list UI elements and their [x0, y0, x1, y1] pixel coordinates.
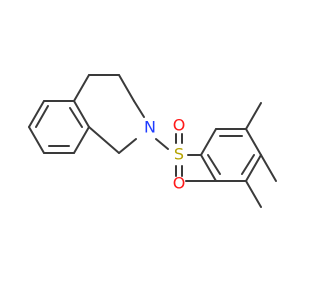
nitrogen-label: N	[144, 118, 156, 137]
bond	[200, 154, 217, 182]
double-bond-inner	[69, 107, 83, 128]
bond	[245, 154, 262, 182]
sulfonyl-oxygens-bonds	[175, 133, 183, 177]
double-bond-inner	[241, 154, 255, 175]
methyl-bond-bottom-right	[245, 180, 262, 208]
bond	[200, 128, 217, 156]
bond	[118, 74, 135, 102]
oxygen-bottom-label: O	[173, 174, 186, 193]
bond	[73, 126, 90, 154]
molecule-structure: N S O O	[28, 74, 277, 208]
molecule-canvas: N S O O	[28, 74, 277, 208]
bond	[28, 126, 45, 154]
double-bond-inner	[207, 154, 221, 175]
oxygen-top-label: O	[173, 116, 186, 135]
bond	[133, 100, 145, 118]
n-s-bond	[155, 138, 169, 150]
bond	[245, 128, 262, 156]
methyl-bond-top	[245, 102, 262, 130]
bond	[88, 126, 120, 154]
bond	[73, 74, 90, 102]
methyl-bond-right	[260, 154, 277, 182]
bond	[118, 138, 137, 154]
double-bond-inner	[35, 105, 49, 128]
methyl-groups	[185, 102, 277, 208]
benzene-ring-right	[200, 128, 262, 182]
bond	[73, 100, 90, 128]
sulfur-label: S	[174, 145, 184, 164]
benzene-ring-left	[28, 100, 90, 154]
saturated-ring	[73, 74, 145, 154]
bond	[28, 100, 45, 128]
